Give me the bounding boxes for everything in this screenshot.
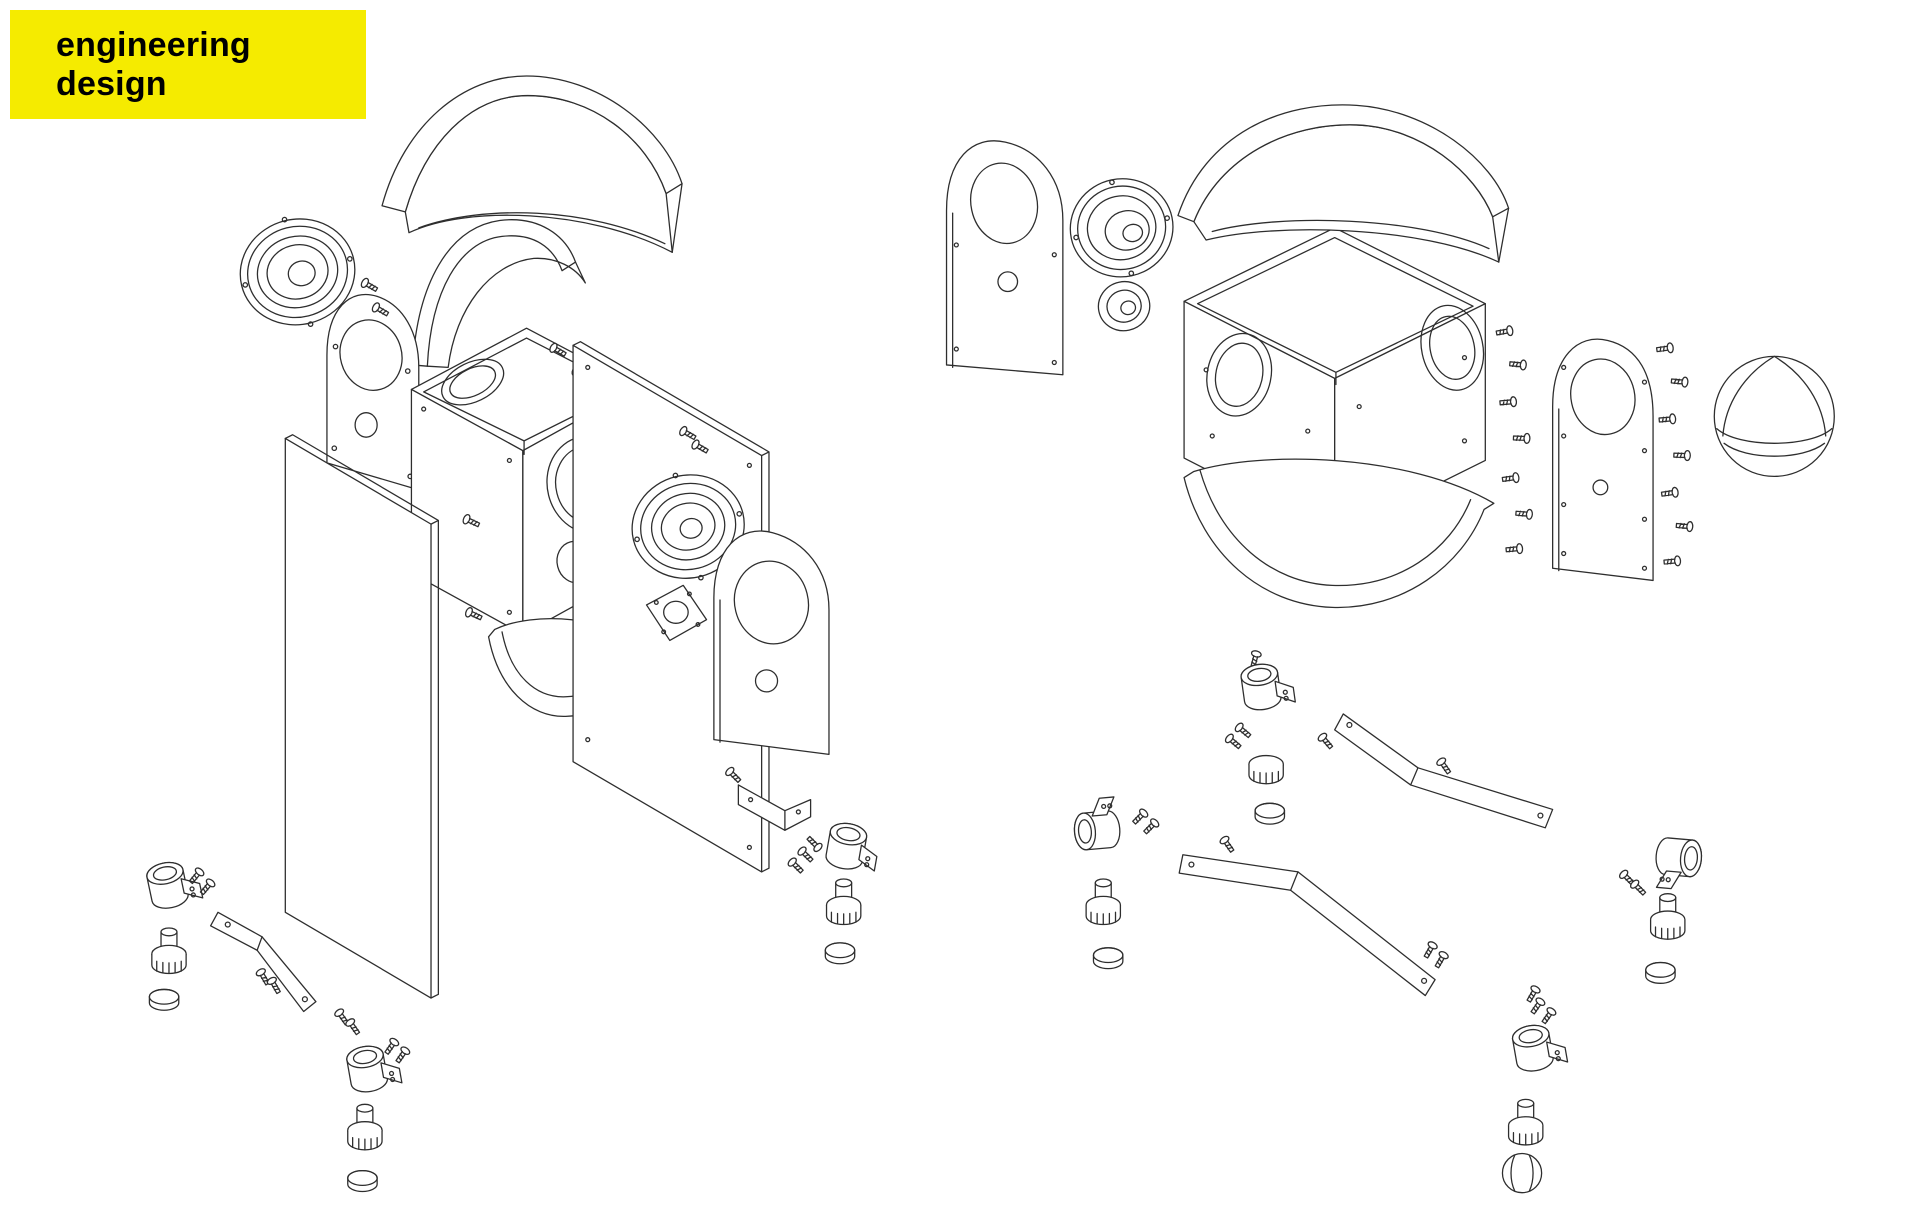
badge-label: engineering design — [56, 25, 251, 103]
screw — [1233, 721, 1254, 741]
right-foot-pad-a — [1254, 802, 1286, 825]
screw — [1628, 877, 1649, 898]
screw — [1434, 755, 1454, 777]
right-bracket-arm-b — [1178, 854, 1436, 997]
left-front-bracket-arm — [209, 911, 317, 1013]
left-foot-pad-b — [347, 1170, 378, 1193]
right-dome-cap — [1713, 355, 1835, 478]
right-foot-b — [1085, 878, 1122, 926]
left-inner-shell — [412, 219, 586, 369]
right-exploded-view — [945, 104, 1835, 1194]
right-bottom-sling — [1183, 458, 1495, 609]
right-foot-pad-c — [1645, 961, 1676, 984]
right-back-panel — [1552, 338, 1654, 582]
screw — [1432, 949, 1451, 970]
screw — [392, 1044, 412, 1066]
screw — [381, 1036, 401, 1057]
left-rear-bracket — [737, 784, 812, 831]
left-foot-a — [151, 927, 187, 975]
left-clamp-c — [823, 820, 883, 875]
right-foot-d — [1507, 1098, 1544, 1146]
right-clamp-b — [1071, 796, 1122, 852]
left-woofer-driver — [239, 216, 356, 328]
left-foot-pad-a — [148, 988, 180, 1011]
left-clamp-b — [344, 1040, 404, 1096]
right-clamp-d — [1510, 1019, 1569, 1075]
left-clamp-a — [144, 855, 204, 913]
left-baffle-plate — [326, 293, 420, 491]
screw — [1141, 816, 1161, 837]
screw — [1218, 834, 1237, 855]
screw — [1421, 939, 1440, 961]
left-top-shell — [381, 75, 683, 253]
right-foot-disc-a — [1248, 754, 1284, 785]
right-foot-c — [1649, 893, 1686, 940]
left-door-panel — [713, 530, 830, 755]
right-clamp-c — [1652, 836, 1704, 892]
left-side-panel — [284, 434, 440, 999]
screw — [786, 855, 806, 876]
engineering-design-badge: engineering design — [10, 10, 366, 119]
right-front-panel — [945, 140, 1064, 376]
left-foot-c — [825, 878, 862, 926]
right-tweeter-driver — [1097, 280, 1151, 332]
left-driver-gasket — [645, 584, 708, 642]
screw — [1316, 731, 1336, 752]
screw — [359, 276, 380, 295]
screw — [1223, 732, 1244, 752]
left-exploded-view — [144, 75, 883, 1193]
left-foot-pad-c — [824, 942, 856, 965]
screw — [795, 844, 816, 865]
left-mid-driver — [631, 472, 745, 581]
right-bracket-arm-a — [1334, 713, 1554, 829]
right-ball-foot — [1501, 1152, 1543, 1194]
right-top-shell — [1177, 104, 1510, 263]
left-foot-b — [347, 1103, 383, 1151]
screw — [1130, 806, 1150, 827]
right-foot-pad-b — [1092, 947, 1124, 970]
right-clamp-a — [1239, 659, 1297, 713]
screw — [1539, 1005, 1558, 1026]
right-woofer-driver — [1069, 178, 1174, 278]
screw — [804, 833, 825, 854]
